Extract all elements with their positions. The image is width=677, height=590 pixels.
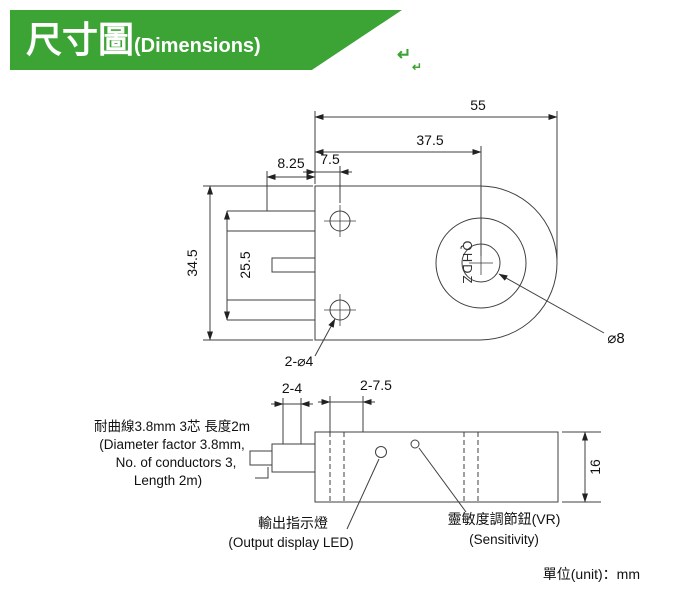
- cable-note-en-1: (Diameter factor 3.8mm,: [99, 437, 245, 452]
- vr-label-zh: 靈敏度調節鈕(VR): [448, 511, 561, 527]
- ext-line: [562, 431, 601, 503]
- vr-knob: [410, 439, 420, 449]
- cable-note-en-2: No. of conductors 3,: [116, 455, 237, 470]
- side-view-outline: [249, 431, 559, 503]
- led-indicator: [375, 446, 387, 458]
- dim-25-5-label: 25.5: [237, 251, 253, 278]
- leader-bore: [498, 273, 605, 334]
- leader-cable: [255, 467, 269, 479]
- cable-note-zh: 耐曲線3.8mm 3芯 長度2m: [94, 419, 250, 434]
- mount-holes-label: 2-⌀4: [285, 353, 314, 369]
- side-view-dimensions: [255, 396, 601, 530]
- banner-return-arrow-icon: ↵: [412, 60, 423, 74]
- cable-note: 耐曲線3.8mm 3芯 長度2m (Diameter factor 3.8mm,…: [94, 419, 250, 488]
- vr-label-en: (Sensitivity): [469, 532, 539, 547]
- leader-led: [346, 458, 380, 530]
- side-body: [314, 431, 559, 503]
- led-note: 輸出指示燈 (Output display LED): [228, 515, 353, 550]
- dim-16-label: 16: [587, 459, 603, 475]
- unit-note: 單位(unit)：mm: [543, 566, 640, 582]
- bore-dia-label: ⌀8: [607, 330, 624, 347]
- ext-line: [329, 396, 364, 432]
- leader-mount-holes: [314, 318, 336, 357]
- part-marking-label: QHDZ: [460, 241, 475, 286]
- top-view-outline: [227, 185, 558, 341]
- banner: 尺寸圖 (Dimensions): [10, 10, 402, 70]
- leader-vr: [418, 447, 467, 513]
- vr-note: 靈敏度調節鈕(VR) (Sensitivity): [448, 511, 561, 547]
- dim-2-7-5-label: 2-7.5: [360, 377, 392, 393]
- cable-gland: [271, 443, 316, 473]
- top-hole-centerlines: [324, 205, 356, 237]
- bottom-mount-tab: [227, 299, 315, 321]
- banner-return-arrow-icon: ↵: [397, 45, 412, 64]
- banner-title: 尺寸圖: [26, 19, 135, 60]
- led-label-en: (Output display LED): [228, 535, 353, 550]
- led-label-zh: 輸出指示燈: [258, 515, 328, 531]
- dim-8-25-label: 8.25: [277, 155, 304, 171]
- dim-55-label: 55: [470, 97, 486, 113]
- banner-subtitle: (Dimensions): [134, 35, 261, 57]
- top-mount-tab: [227, 210, 315, 232]
- cable-stub: [271, 257, 315, 273]
- dim-2-4-label: 2-4: [282, 380, 302, 396]
- dim-37-5-label: 37.5: [416, 132, 443, 148]
- body-outline: [314, 185, 558, 341]
- bottom-hole-centerlines: [324, 294, 356, 326]
- top-view-dimensions: [203, 111, 605, 357]
- dim-34-5-label: 34.5: [184, 249, 200, 276]
- dim-7-5-label: 7.5: [320, 151, 340, 167]
- cable-note-en-3: Length 2m): [134, 473, 202, 488]
- hidden-lines: [329, 432, 479, 502]
- cable: [249, 450, 273, 466]
- ext-line: [282, 398, 302, 444]
